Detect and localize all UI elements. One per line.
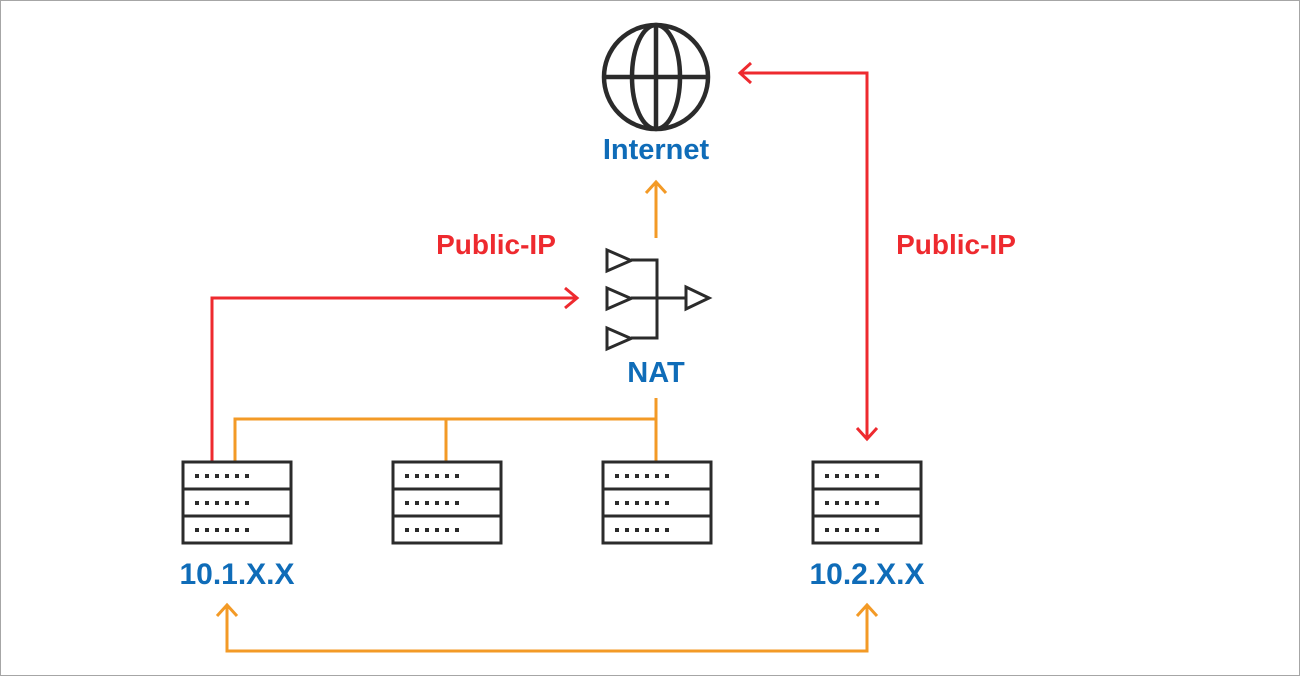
nat-to-internet-arrow <box>644 179 668 238</box>
public-ip-left-arrow <box>210 286 580 462</box>
nat-router-icon <box>605 247 713 352</box>
internet-label: Internet <box>603 134 710 166</box>
server-rack-icon <box>601 460 713 545</box>
subnet-link-arrow <box>215 602 879 653</box>
subnet-2-label: 10.2.X.X <box>809 558 924 591</box>
public-ip-label-right: Public-IP <box>896 229 1016 260</box>
public-ip-label-left: Public-IP <box>436 229 556 260</box>
server-rack-icon <box>811 460 923 545</box>
server-rack-icon <box>181 460 293 545</box>
subnet-1-label: 10.1.X.X <box>179 558 294 591</box>
nat-label: NAT <box>627 357 685 389</box>
globe-icon <box>601 22 711 132</box>
public-ip-right-arrow <box>737 61 879 442</box>
internal-bus-lines <box>233 398 658 462</box>
server-rack-icon <box>391 460 503 545</box>
